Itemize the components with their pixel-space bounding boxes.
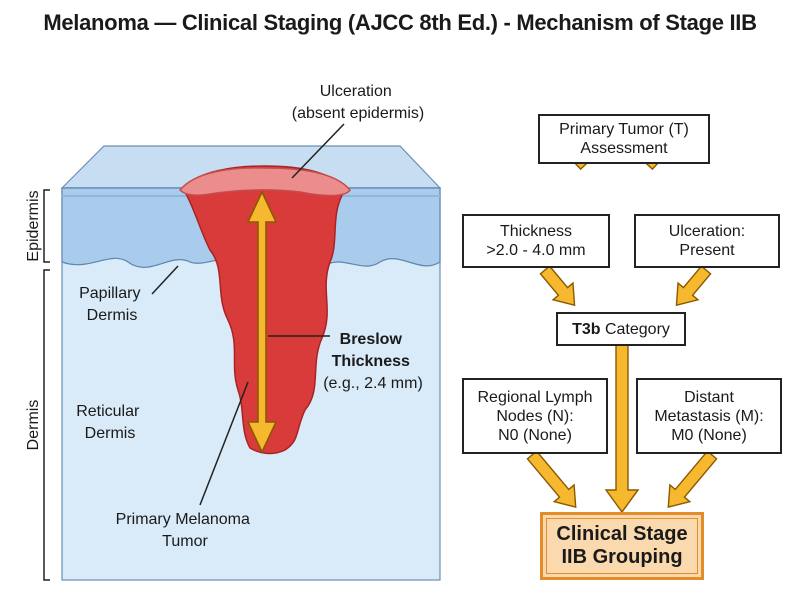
stage-line2: IIB Grouping [561, 546, 683, 568]
thickness-box: Thickness >2.0 - 4.0 mm [462, 214, 610, 268]
clinical-stage-box: Clinical Stage IIB Grouping [540, 512, 704, 580]
ulceration-label: Ulceration (absent epidermis) [292, 83, 425, 122]
ulceration-leader [291, 123, 345, 179]
primary-tumor-line2: Assessment [580, 140, 668, 157]
arrow-thickness-to-t3b [539, 265, 576, 307]
dermis-bracket [43, 269, 50, 581]
t3b-box: T3b Category [556, 312, 686, 346]
page-title: Melanoma — Clinical Staging (AJCC 8th Ed… [43, 10, 757, 35]
arrow-metastasis-to-stage [667, 450, 718, 509]
stage-box-inner-border [546, 518, 698, 574]
ulceration-box-line1: Ulceration: [668, 223, 746, 240]
breslow-arrow [246, 190, 278, 454]
ulceration-box-line2: Present [679, 242, 735, 259]
thickness-line1: Thickness [499, 223, 573, 240]
ulceration-box: Ulceration: Present [634, 214, 780, 268]
lymph-line2: Nodes (N): [496, 407, 574, 425]
t3b-bold: T3b [572, 320, 601, 338]
tumor-label: Primary Melanoma Tumor [116, 511, 255, 550]
ulceration-crater [178, 167, 351, 197]
metastasis-line1: Distant [684, 388, 734, 406]
arrow-t3b-to-stage [604, 343, 640, 514]
dermis-label: Dermis [25, 400, 42, 451]
breslow-label: Breslow Thickness (e.g., 2.4 mm) [323, 331, 423, 392]
tumor-leader [199, 381, 249, 506]
thickness-line2: >2.0 - 4.0 mm [486, 242, 586, 259]
primary-tumor-line1: Primary Tumor (T) [559, 121, 689, 138]
arrow-nodes-to-stage [526, 450, 577, 509]
arrow-ulceration-to-t3b [675, 265, 712, 307]
metastasis-line3: M0 (None) [671, 426, 747, 444]
papillary-leader [151, 265, 179, 295]
primary-tumor-box: Primary Tumor (T) Assessment [538, 114, 710, 164]
epidermis-label: Epidermis [25, 190, 42, 261]
lymph-line3: N0 (None) [498, 426, 572, 444]
reticular-dermis-label: Reticular Dermis [76, 403, 144, 442]
t3b-rest: Category [600, 320, 670, 338]
papillary-dermis-label: Papillary Dermis [79, 285, 145, 324]
epidermis-bracket [43, 189, 50, 263]
metastasis-box: Distant Metastasis (M): M0 (None) [636, 378, 782, 454]
metastasis-line2: Metastasis (M): [654, 407, 764, 425]
lymph-nodes-box: Regional Lymph Nodes (N): N0 (None) [462, 378, 608, 454]
lymph-line1: Regional Lymph [477, 388, 593, 406]
stage-line1: Clinical Stage [556, 523, 688, 545]
